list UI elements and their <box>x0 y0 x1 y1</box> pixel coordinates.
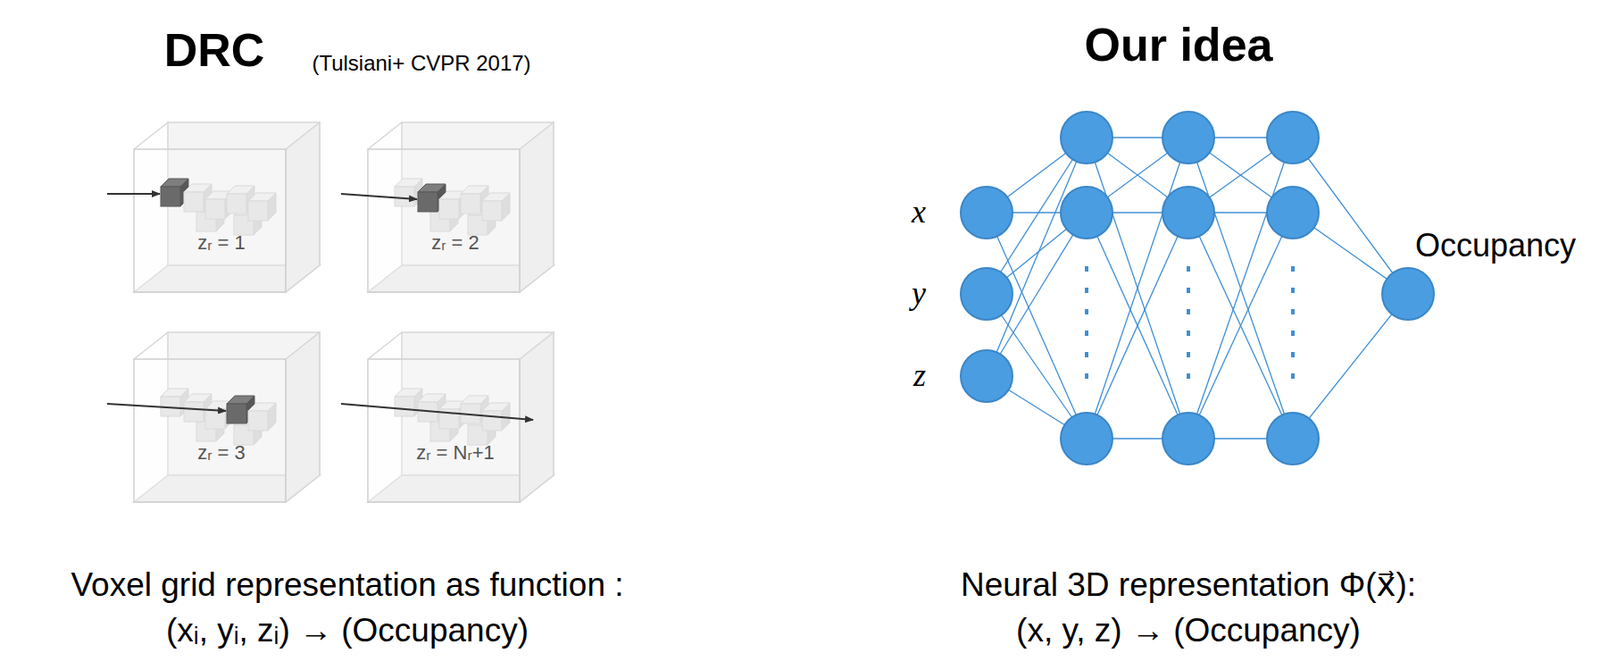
grid-front-face <box>367 149 520 292</box>
connection-line <box>1086 137 1189 439</box>
ellipsis-dot <box>1291 287 1295 293</box>
connection-line <box>1188 212 1293 439</box>
ellipsis-dot <box>1186 266 1191 272</box>
hidden-neuron <box>1060 111 1113 164</box>
hidden-neuron <box>1060 186 1113 239</box>
connection-line <box>1188 137 1293 439</box>
hidden-neuron <box>1266 111 1319 164</box>
hidden-neuron <box>1266 412 1319 465</box>
input-neuron: y <box>959 266 1014 321</box>
ellipsis-dot <box>1186 351 1191 358</box>
hidden-neuron <box>1162 186 1215 239</box>
grid-edge <box>133 122 168 150</box>
input-neuron: z <box>959 349 1014 403</box>
hidden-neuron <box>1162 111 1215 164</box>
caption: (x, y, z) → (Occupancy) <box>1016 612 1361 650</box>
input-neuron: x <box>959 185 1014 240</box>
grid-edge <box>133 332 168 359</box>
caption: Voxel grid representation as function : <box>70 566 624 604</box>
ellipsis-dot <box>1084 373 1089 379</box>
input-variable: y <box>911 275 926 312</box>
ellipsis-dot <box>1186 308 1191 315</box>
grid-edge <box>367 122 402 150</box>
panel-heading: DRC <box>164 25 266 76</box>
ellipsis-dot <box>1186 330 1191 336</box>
ellipsis-dot <box>1084 308 1089 315</box>
depth-label: zᵣ = 3 <box>197 441 246 464</box>
grid-front-face <box>133 149 286 292</box>
panel-heading: Our idea <box>1084 19 1274 71</box>
ellipsis-dot <box>1084 266 1089 272</box>
output-neuron: Occupancy <box>1381 266 1435 321</box>
ray-arrow <box>341 403 534 420</box>
connection-line <box>986 212 1087 439</box>
ellipsis-dot <box>1291 330 1295 336</box>
caption: (xᵢ, yᵢ, zᵢ) → (Occupancy) <box>166 612 529 650</box>
caption: Neural 3D representation Φ(x⃗): <box>960 566 1417 604</box>
ellipsis-dot <box>1084 351 1089 358</box>
connection-line <box>1086 212 1189 439</box>
grid-side <box>519 332 554 502</box>
ellipsis-dot <box>1084 287 1089 293</box>
citation: (Tulsiani+ CVPR 2017) <box>311 51 531 75</box>
hidden-neuron <box>1266 186 1319 239</box>
voxel-grid-panel <box>341 122 554 292</box>
connection-line <box>1292 293 1409 439</box>
ray-arrow <box>341 193 417 200</box>
ray-arrow <box>107 403 226 411</box>
ellipsis-dot <box>1291 308 1295 315</box>
hidden-neuron <box>1060 412 1113 465</box>
input-variable: x <box>911 194 926 231</box>
depth-label: zᵣ = Nᵣ+1 <box>416 441 495 464</box>
depth-label: zᵣ = 2 <box>431 232 480 254</box>
ellipsis-dot <box>1291 351 1295 358</box>
output-label: Occupancy <box>1415 227 1576 264</box>
ellipsis-dot <box>1291 373 1295 379</box>
voxel-grid-panel <box>107 332 320 502</box>
input-variable: z <box>913 358 926 394</box>
hidden-neuron <box>1162 412 1215 465</box>
connection-line <box>986 137 1087 376</box>
grid-side <box>285 332 320 502</box>
ellipsis-dot <box>1186 373 1191 379</box>
ellipsis-dot <box>1084 330 1089 336</box>
connection-line <box>1188 137 1293 439</box>
ellipsis-dot <box>1186 287 1191 293</box>
grid-front-face <box>367 358 520 502</box>
voxel-grid-panel <box>107 122 320 292</box>
connection-line <box>1086 137 1189 439</box>
depth-label: zᵣ = 1 <box>197 232 246 254</box>
connection-line <box>1086 212 1189 439</box>
ellipsis-dot <box>1291 266 1295 272</box>
grid-side <box>519 122 554 292</box>
voxel-grid-panel <box>341 332 554 502</box>
network-connections <box>986 137 1409 439</box>
ray-arrow <box>107 192 160 195</box>
grid-front-face <box>133 358 286 502</box>
grid-edge <box>367 332 402 359</box>
connection-line <box>1188 212 1293 439</box>
grid-side <box>285 122 320 292</box>
